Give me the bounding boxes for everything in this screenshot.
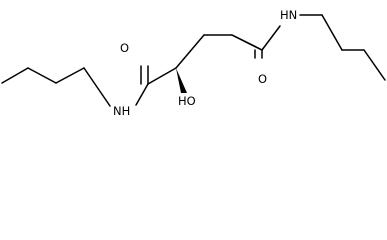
bond-carbonyl-stereocenter [147, 67, 177, 85]
atom-hydroxyl: HO [178, 94, 196, 108]
bond-stereocenter-ch2 [175, 34, 205, 69]
atom-amide-oxygen-right: O [258, 72, 267, 86]
bond-carbonyl-nh-top [261, 25, 281, 51]
atom-nh-top: HN [280, 8, 297, 22]
butyl-chain-right [299, 14, 386, 81]
carbonyl-left-double-bond [140, 65, 149, 85]
chemical-structure: O O HN NH HO [1, 8, 386, 118]
butyl-chain-left [1, 67, 111, 107]
wedge-bond-hydroxyl [176, 68, 187, 93]
carbonyl-right-double-bond [231, 34, 263, 59]
atom-amide-oxygen-left: O [120, 41, 129, 55]
bond-nh-carbonyl-left [135, 83, 149, 106]
atom-nh-bottom: NH [113, 104, 130, 118]
